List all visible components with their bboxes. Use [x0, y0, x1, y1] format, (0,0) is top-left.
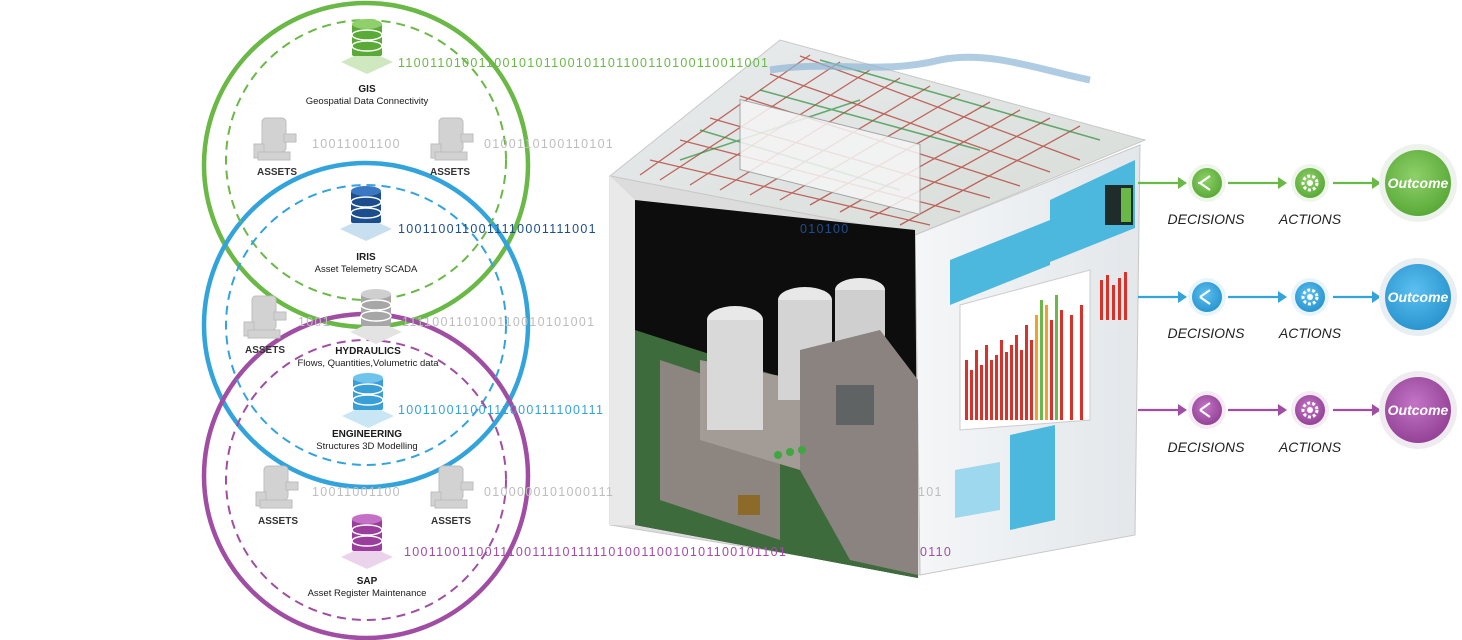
action-gear-icon-purple — [1291, 391, 1329, 429]
gis-title: GIS — [358, 84, 376, 95]
gis-binary-stream: 1100110100110010101100101101100110100110… — [398, 56, 770, 70]
outcome-green-label: Outcome — [1387, 175, 1449, 191]
decisions-label: DECISIONS — [1167, 325, 1245, 341]
dashboard-bars — [965, 272, 1127, 420]
sap-dashed-circle — [225, 339, 507, 621]
iris-outer-circle — [201, 160, 531, 490]
engineering-label: ENGINEERING Structures 3D Modelling — [316, 429, 417, 453]
flow-arrowheads — [1178, 177, 1381, 416]
hydraulics-binary-left: 1001 — [298, 315, 332, 329]
iris-binary-stream: 1001100110011110001111001 — [398, 222, 597, 236]
outcome-circle-blue — [1379, 258, 1457, 336]
sap-assets-binary-left: 10011001100 — [312, 485, 401, 499]
outcome-circle-green — [1379, 144, 1457, 222]
gis-assets-binary-left: 10011001100 — [312, 137, 401, 151]
cube — [608, 39, 1147, 578]
engineering-database-icon — [342, 373, 394, 428]
gis-label: GIS Geospatial Data Connectivity — [306, 84, 429, 108]
iris-title: IRIS — [356, 252, 376, 263]
sap-database-icon — [341, 514, 393, 569]
pump-asset-icon — [255, 465, 299, 509]
action-gear-icon-blue — [1291, 278, 1329, 316]
decisions-label: DECISIONS — [1167, 211, 1245, 227]
engineering-subtitle: Structures 3D Modelling — [316, 441, 418, 452]
iris-database-icon — [340, 186, 392, 241]
outcome-circle-purple — [1379, 371, 1457, 449]
iris-subtitle: Asset Telemetry SCADA — [314, 264, 418, 275]
actions-label: ACTIONS — [1278, 211, 1342, 227]
sap-assets-binary-right: 0100000101000111 — [484, 485, 615, 499]
sap-binary-stream-right: 0110 — [920, 545, 953, 559]
decision-icon-purple — [1188, 391, 1226, 429]
sap-title: SAP — [356, 576, 378, 587]
gis-database-icon — [341, 19, 393, 74]
pump-asset-icon — [430, 465, 474, 509]
decision-icon-blue — [1188, 278, 1226, 316]
iris-label: IRIS Asset Telemetry SCADA — [315, 252, 418, 276]
decision-icon-green — [1188, 164, 1226, 202]
hydraulics-label: HYDRAULICS Flows, Quantities,Volumetric … — [298, 346, 439, 370]
assets-label: ASSETS — [257, 516, 299, 527]
assets-label: ASSETS — [429, 167, 471, 178]
actions-label: ACTIONS — [1278, 439, 1342, 455]
sap-label: SAP Asset Register Maintenance — [308, 576, 427, 600]
action-gear-icon-green — [1291, 164, 1329, 202]
outcome-blue-label: Outcome — [1387, 289, 1449, 305]
engineering-title: ENGINEERING — [331, 429, 403, 440]
actions-label: ACTIONS — [1278, 325, 1342, 341]
engineering-binary-stream: 10011001100111000111100111 — [398, 403, 605, 417]
hydraulics-title: HYDRAULICS — [335, 346, 401, 357]
iris-binary-stream-right: 010100 — [800, 222, 850, 236]
assets-label: ASSETS — [256, 167, 298, 178]
gis-assets-binary-right: 0100110100110101001 — [484, 137, 612, 151]
assets-label: ASSETS — [430, 516, 472, 527]
sap-subtitle: Asset Register Maintenance — [307, 588, 427, 599]
pump-asset-icon — [253, 117, 297, 161]
hydraulics-binary-right: 111100110100110010101001 — [402, 315, 596, 329]
assets-label: ASSETS — [244, 345, 286, 356]
hydraulics-database-icon — [350, 289, 402, 344]
gis-dashed-circle — [225, 19, 507, 301]
decisions-label: DECISIONS — [1167, 439, 1245, 455]
outcome-purple-label: Outcome — [1387, 402, 1449, 418]
gis-subtitle: Geospatial Data Connectivity — [305, 96, 429, 107]
pump-asset-icon — [243, 295, 287, 339]
sap-assets-binary-far-right: 101 — [918, 485, 943, 499]
pump-asset-icon — [430, 117, 474, 161]
hydraulics-subtitle: Flows, Quantities,Volumetric data — [297, 358, 439, 369]
sap-binary-stream: 1001100110011100111101111101001100101011… — [404, 545, 788, 559]
iris-dashed-circle — [225, 184, 507, 466]
